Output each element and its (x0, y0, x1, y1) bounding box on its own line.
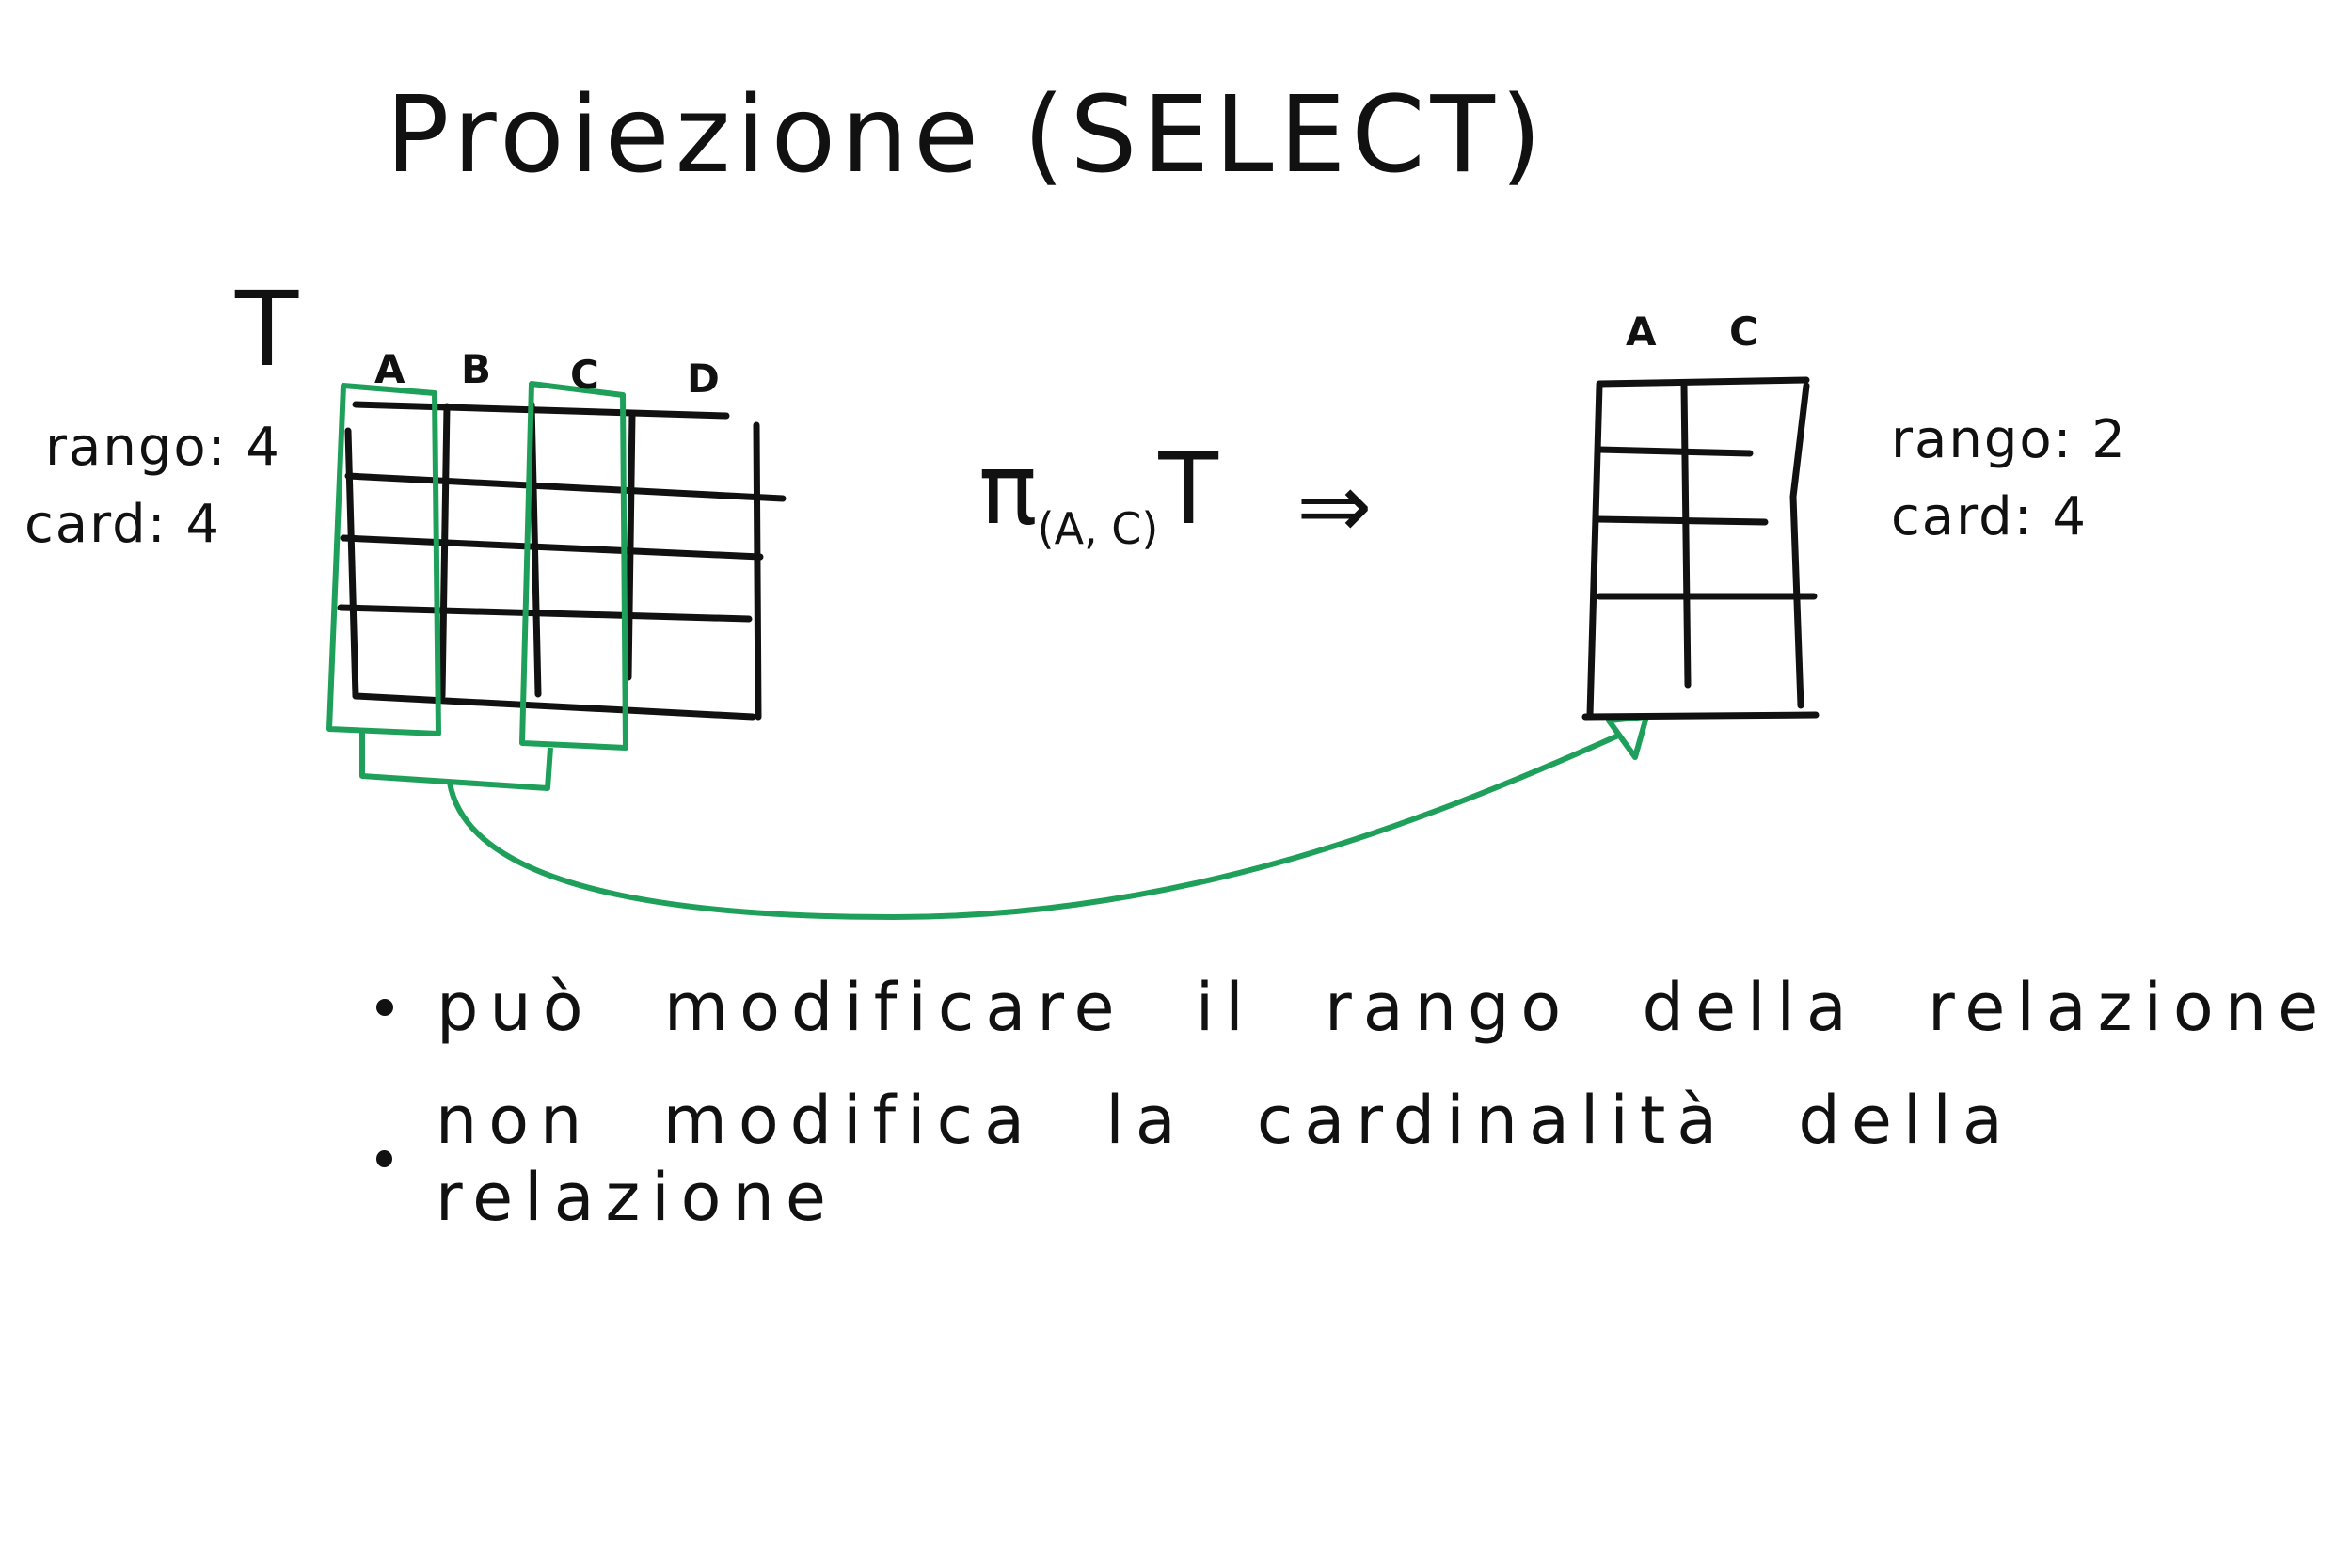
result-column-header-a: A (1626, 309, 1657, 355)
note-rank-text: può modificare il rango della relazione (437, 969, 2330, 1046)
source-relation-name: T (235, 269, 299, 389)
note-rank: può modificare il rango della relazione (376, 969, 2329, 1046)
implies-arrow: ⇒ (1296, 453, 1373, 559)
projection-operand: T (1158, 432, 1218, 546)
result-table-grid (1581, 376, 1820, 721)
source-table-grid (337, 401, 787, 721)
projection-attributes: (A, C) (1037, 503, 1159, 554)
projection-arrow (447, 714, 1649, 920)
note-cardinality: non modifica la cardinalità della relazi… (376, 1082, 2352, 1236)
bullet-dot-icon (376, 1150, 392, 1167)
page-title: Proiezione (SELECT) (386, 74, 1548, 197)
result-rank: rango: 2 (1891, 409, 2127, 470)
projection-formula: π(A, C)T (978, 440, 1218, 550)
source-rank: rango: 4 (45, 417, 281, 478)
projection-symbol: π (978, 432, 1038, 546)
bullet-dot-icon (376, 999, 393, 1016)
source-column-header-a: A (374, 346, 405, 392)
note-cardinality-text: non modifica la cardinalità della relazi… (435, 1082, 2014, 1236)
source-column-header-b: B (461, 346, 492, 392)
source-column-header-c: C (570, 352, 599, 398)
result-cardinality: card: 4 (1891, 486, 2088, 547)
source-column-header-d: D (687, 356, 720, 402)
highlight-columns-ac (326, 381, 628, 791)
source-cardinality: card: 4 (24, 494, 221, 555)
result-column-header-c: C (1729, 309, 1758, 355)
